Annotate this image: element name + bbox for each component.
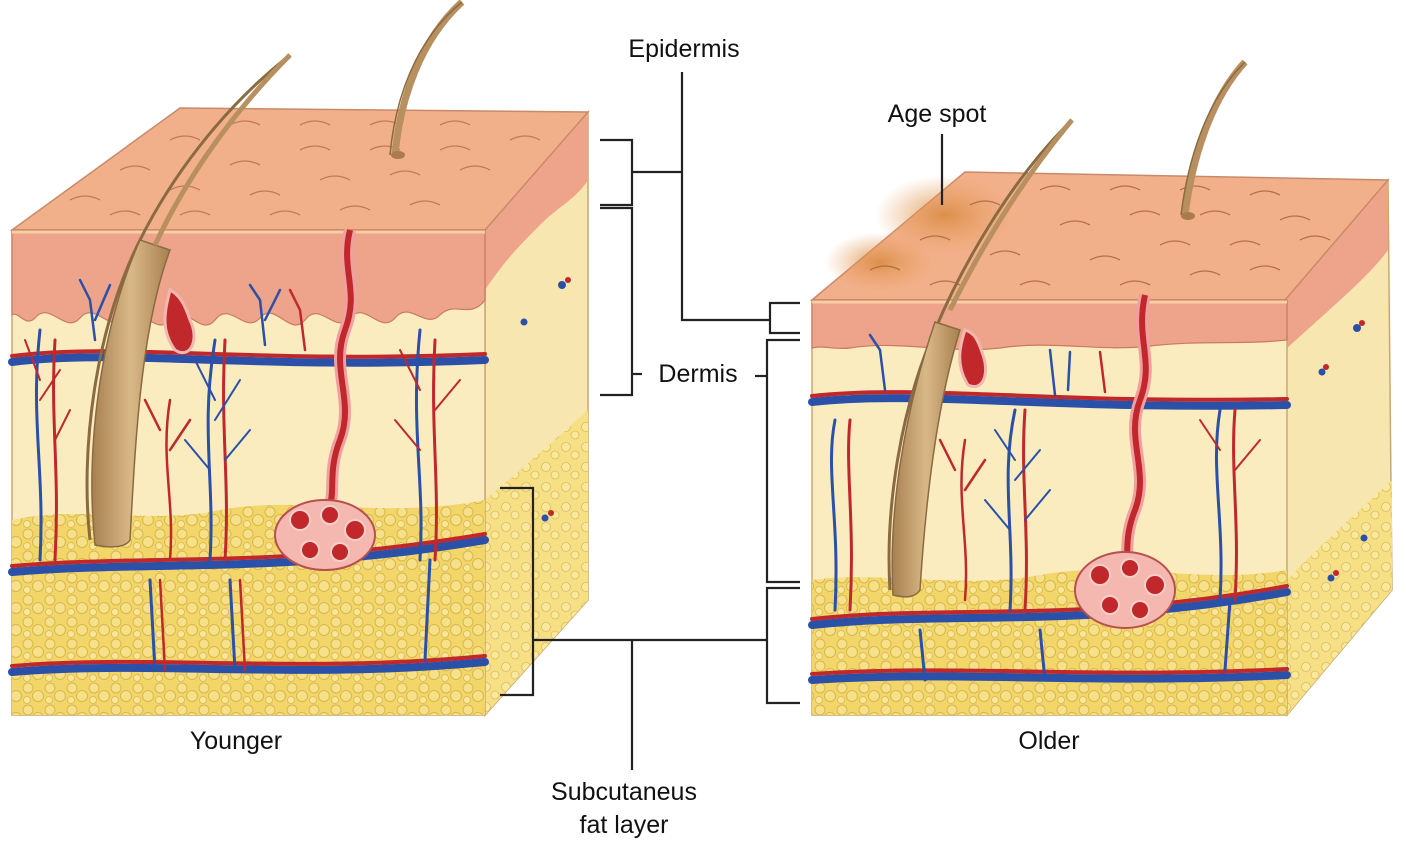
label-dermis: Dermis (658, 360, 737, 388)
older-hairs (887, 59, 1248, 598)
subcutaneous-leader (500, 486, 800, 770)
older-side-dot (1359, 320, 1365, 326)
label-subcutaneous-line2: fat layer (580, 811, 669, 839)
older-skin-block (808, 59, 1393, 718)
older-side-dot (1327, 574, 1335, 582)
younger-front-epidermis (11, 229, 486, 326)
older-side-dot (1323, 364, 1329, 370)
younger-sebaceous-gland (163, 287, 196, 354)
epidermis-leader (600, 72, 800, 335)
age-spot-mark-2 (825, 232, 935, 292)
younger-vessels (8, 278, 489, 676)
younger-side-dot (541, 514, 549, 522)
younger-side-dot (520, 318, 528, 326)
age-spot-mark (875, 175, 1015, 255)
label-younger: Younger (190, 727, 282, 755)
older-front-fat (812, 570, 1287, 715)
older-sweat-gland (1074, 293, 1176, 629)
older-side-epidermis (1285, 180, 1388, 350)
label-subcutaneous-line1: Subcutaneus (551, 778, 697, 806)
label-age-spot: Age spot (888, 100, 987, 128)
dermis-leader (600, 206, 800, 584)
older-vessels (808, 333, 1291, 684)
younger-side-dot (565, 277, 571, 283)
younger-side-dot (548, 510, 554, 516)
older-sebaceous-gland (958, 328, 988, 389)
younger-side-dot (558, 281, 566, 289)
older-skin-texture (869, 185, 1331, 286)
younger-sweat-gland (274, 228, 376, 571)
older-side-dot (1360, 534, 1368, 542)
younger-skin-texture (69, 120, 541, 216)
label-older: Older (1018, 727, 1079, 755)
older-side-dot (1318, 368, 1326, 376)
label-epidermis: Epidermis (628, 35, 739, 63)
younger-skin-block (8, 0, 590, 717)
younger-side-epidermis (485, 112, 588, 290)
older-side-dot (1353, 324, 1361, 332)
younger-top-face (9, 107, 590, 231)
younger-front-fat (12, 500, 485, 715)
younger-side-fat (485, 410, 588, 715)
older-front-epidermis (811, 299, 1288, 351)
older-side-dot (1333, 570, 1339, 576)
younger-hairs (85, 0, 465, 548)
